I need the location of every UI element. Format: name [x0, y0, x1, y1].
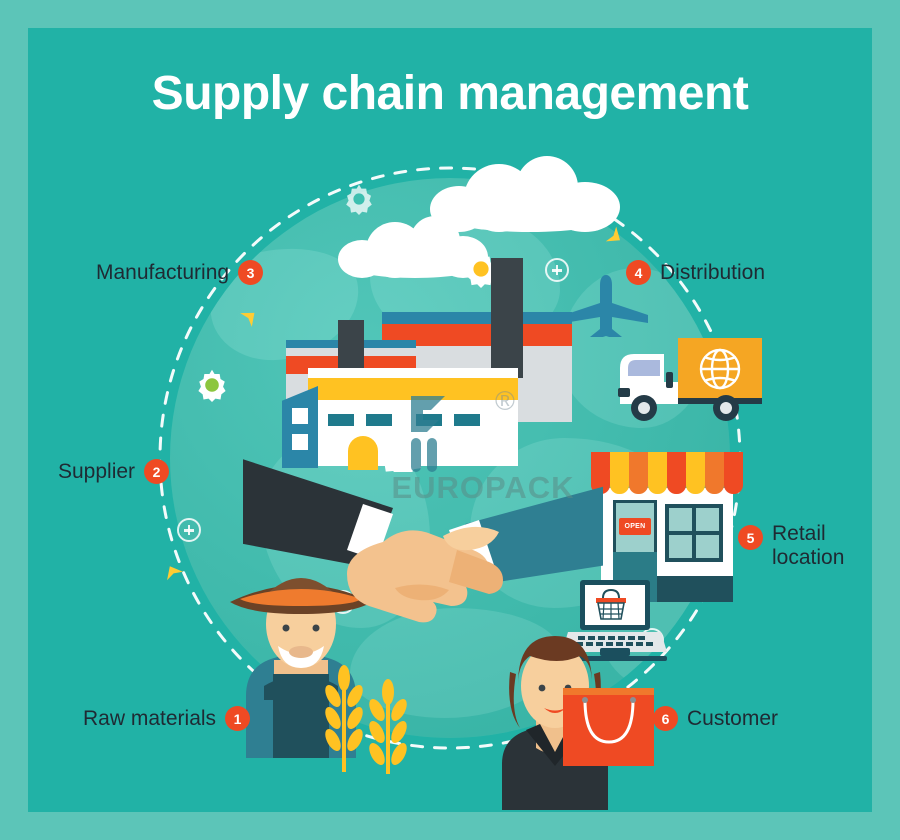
- stage-label-supplier: Supplier 2: [58, 459, 170, 484]
- stage-label-retail-location: 5 Retail location: [738, 522, 872, 569]
- stage-badge: 6: [653, 706, 678, 731]
- stage-badge: 4: [626, 260, 651, 285]
- stage-label-customer: 6 Customer: [653, 706, 778, 731]
- infographic-panel: Supply chain management: [28, 28, 872, 812]
- handshake-icon: [243, 459, 603, 623]
- stage-badge: 5: [738, 525, 763, 550]
- shopping-basket-icon: [596, 588, 626, 620]
- stage-label-text: Retail location: [772, 522, 845, 569]
- cloud-icon: [338, 216, 488, 278]
- shopping-bag-icon: [563, 688, 654, 766]
- shop-open-sign: OPEN: [624, 523, 646, 530]
- arrow-marker-icon: [167, 566, 183, 581]
- stage-label-text: Raw materials: [83, 706, 217, 730]
- stage-label-manufacturing: Manufacturing 3: [96, 260, 264, 285]
- gear-icon: [198, 369, 226, 402]
- delivery-truck-icon: [618, 338, 762, 421]
- stage-label-raw-materials: Raw materials 1: [83, 706, 251, 731]
- stage-badge: 2: [144, 459, 170, 484]
- gear-icon: [465, 251, 497, 288]
- page-title: Supply chain management: [151, 67, 749, 120]
- stage-label-text: Supplier: [58, 459, 136, 483]
- wheat-icon: [325, 665, 407, 774]
- stage-label-distribution: 4 Distribution: [626, 260, 765, 285]
- stage-label-text: Manufacturing: [96, 260, 230, 284]
- cloud-icon: [430, 156, 620, 232]
- stage-label-text: Customer: [687, 706, 779, 730]
- stage-badge: 1: [225, 706, 251, 731]
- airplane-icon: [564, 275, 648, 337]
- gear-icon: [346, 184, 372, 215]
- plus-marker-icon: [545, 258, 569, 282]
- plus-marker-icon: [177, 518, 201, 542]
- stage-badge: 3: [238, 260, 264, 285]
- factory-icon: [282, 258, 576, 470]
- stage-label-text: Distribution: [660, 260, 766, 284]
